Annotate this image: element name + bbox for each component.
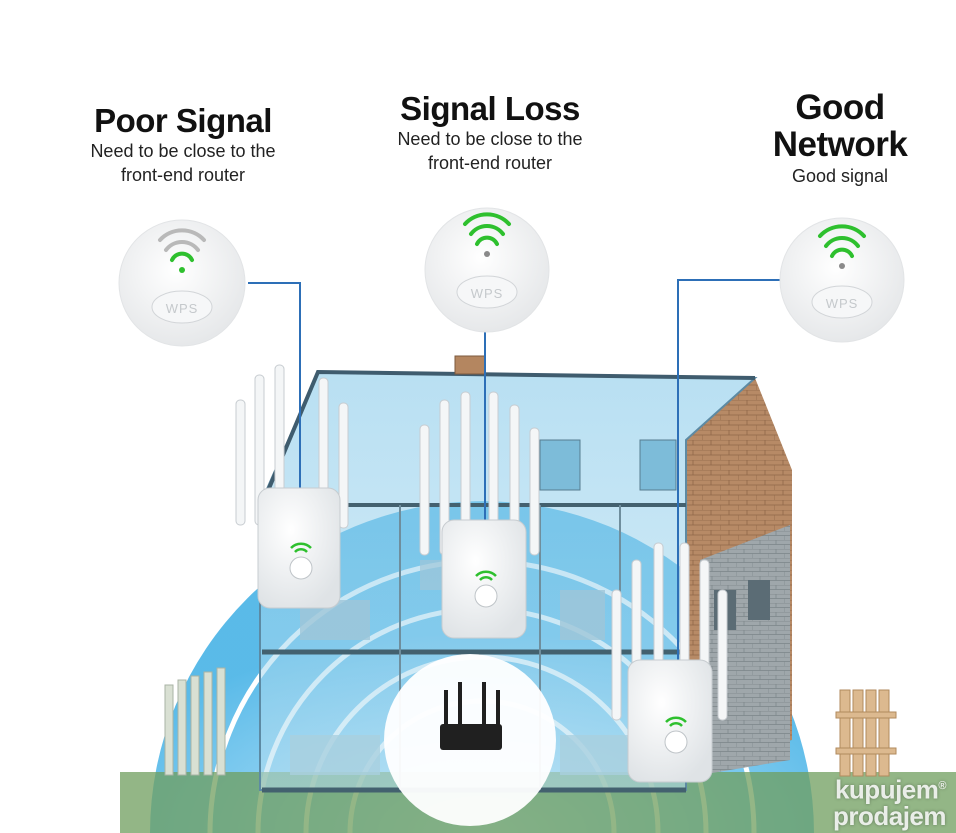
label-good-network: Good Network Good signal (740, 88, 940, 188)
good-network-title-1: Good (795, 88, 885, 127)
watermark: kupujem® prodajem (832, 773, 947, 831)
good-network-subtitle: Good signal (791, 165, 889, 186)
repeater-device-center (419, 391, 540, 639)
fence-left (164, 667, 226, 776)
watermark-mark: ® (938, 780, 946, 793)
callout-bubble-good: WPS (779, 217, 905, 343)
poor-signal-title: Poor Signal (94, 102, 272, 139)
wps-label-loss: WPS (471, 286, 504, 301)
wps-label-poor: WPS (166, 301, 199, 316)
fence-right (835, 689, 897, 777)
poor-signal-subtitle-2: front-end router (120, 164, 246, 185)
wps-label-good: WPS (826, 296, 859, 311)
main-router (384, 654, 556, 826)
signal-loss-subtitle-2: front-end router (427, 152, 553, 173)
signal-loss-subtitle-1: Need to be close to the (397, 128, 583, 149)
watermark-line-1: kupujem (834, 775, 939, 805)
callout-bubble-poor: WPS (118, 219, 246, 347)
repeater-device-right (611, 542, 728, 783)
signal-loss-title: Signal Loss (400, 90, 580, 127)
label-signal-loss: Signal Loss Need to be close to the fron… (360, 90, 620, 175)
poor-signal-subtitle-1: Need to be close to the (90, 140, 276, 161)
good-network-title-2: Network (772, 124, 908, 164)
label-poor-signal: Poor Signal Need to be close to the fron… (58, 102, 308, 187)
callout-bubble-loss: WPS (424, 207, 550, 333)
watermark-line-2: prodajem (832, 801, 947, 831)
repeater-device-left (235, 364, 349, 609)
